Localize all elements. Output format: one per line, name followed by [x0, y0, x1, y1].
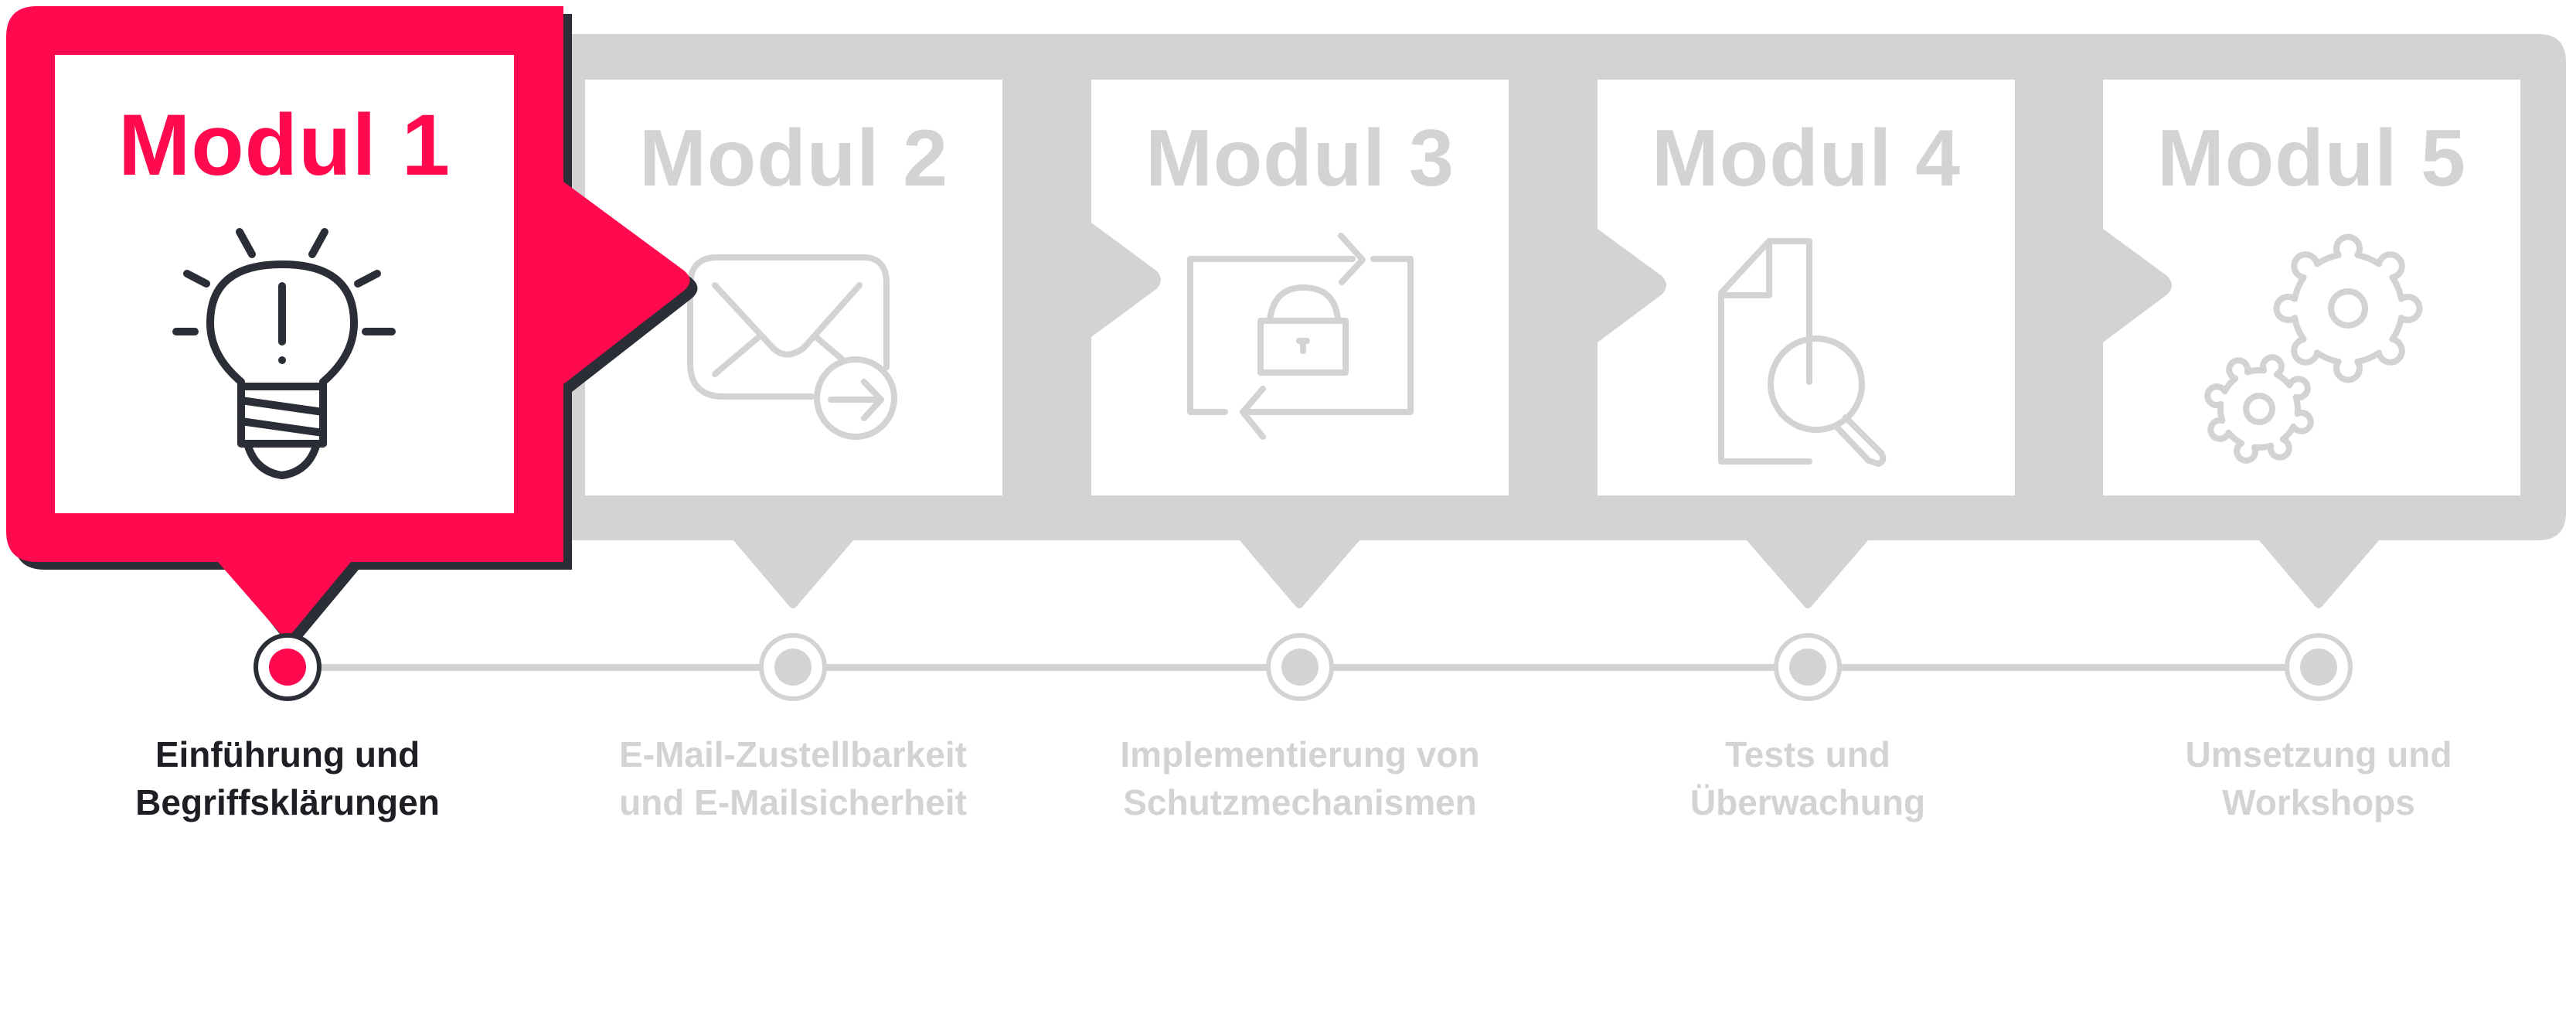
gray-band [572, 34, 2566, 540]
module-label-5: Umsetzung und Workshops [2079, 730, 2558, 826]
module-label-4-line-2: Überwachung [1690, 782, 1926, 822]
gears-icon [2204, 233, 2423, 464]
module-label-4: Tests und Überwachung [1568, 730, 2047, 826]
module-label-1-line-1: Einführung und [155, 734, 420, 775]
timeline-node-1[interactable] [254, 633, 322, 701]
card-title-modul-4: Modul 4 [1652, 114, 1961, 203]
card-title-modul-3: Modul 3 [1145, 114, 1455, 203]
module-label-2-line-1: E-Mail-Zustellbarkeit [619, 734, 967, 775]
timeline-node-4[interactable] [1774, 633, 1842, 701]
arrow-into-modul-3 [1091, 223, 1161, 337]
pointer-modul-3 [1239, 540, 1360, 608]
arrow-into-modul-4 [1598, 229, 1666, 342]
module-label-3-line-2: Schutzmechanismen [1123, 782, 1477, 822]
pointer-modul-2 [733, 540, 854, 608]
module-label-3-line-1: Implementierung von [1120, 734, 1480, 775]
document-search-icon [1718, 238, 1887, 467]
card-title-modul-5: Modul 5 [2157, 114, 2466, 203]
module-label-1-line-2: Begriffsklärungen [135, 782, 440, 822]
lightbulb-icon [172, 228, 396, 479]
timeline-node-5[interactable] [2285, 633, 2353, 701]
module-label-1: Einführung und Begriffsklärungen [48, 730, 527, 826]
pointer-modul-4 [1746, 540, 1869, 608]
card-title-modul-1: Modul 1 [117, 97, 451, 193]
card-title-modul-2: Modul 2 [639, 114, 948, 203]
module-label-2-line-2: und E-Mailsicherheit [619, 782, 967, 822]
timeline-node-2[interactable] [759, 633, 827, 701]
module-label-2: E-Mail-Zustellbarkeit und E-Mailsicherhe… [553, 730, 1033, 826]
module-label-5-line-1: Umsetzung und [2185, 734, 2452, 775]
module-label-3: Implementierung von Schutzmechanismen [1060, 730, 1540, 826]
pointer-modul-5 [2258, 540, 2380, 608]
lightbulb-dot [278, 356, 286, 364]
arrow-into-modul-5 [2103, 229, 2172, 342]
timeline-node-3[interactable] [1266, 633, 1334, 701]
module-label-5-line-2: Workshops [2222, 782, 2415, 822]
module-label-4-line-1: Tests und [1725, 734, 1890, 775]
lock-cycle-icon [1187, 233, 1414, 440]
email-send-icon [687, 254, 897, 440]
